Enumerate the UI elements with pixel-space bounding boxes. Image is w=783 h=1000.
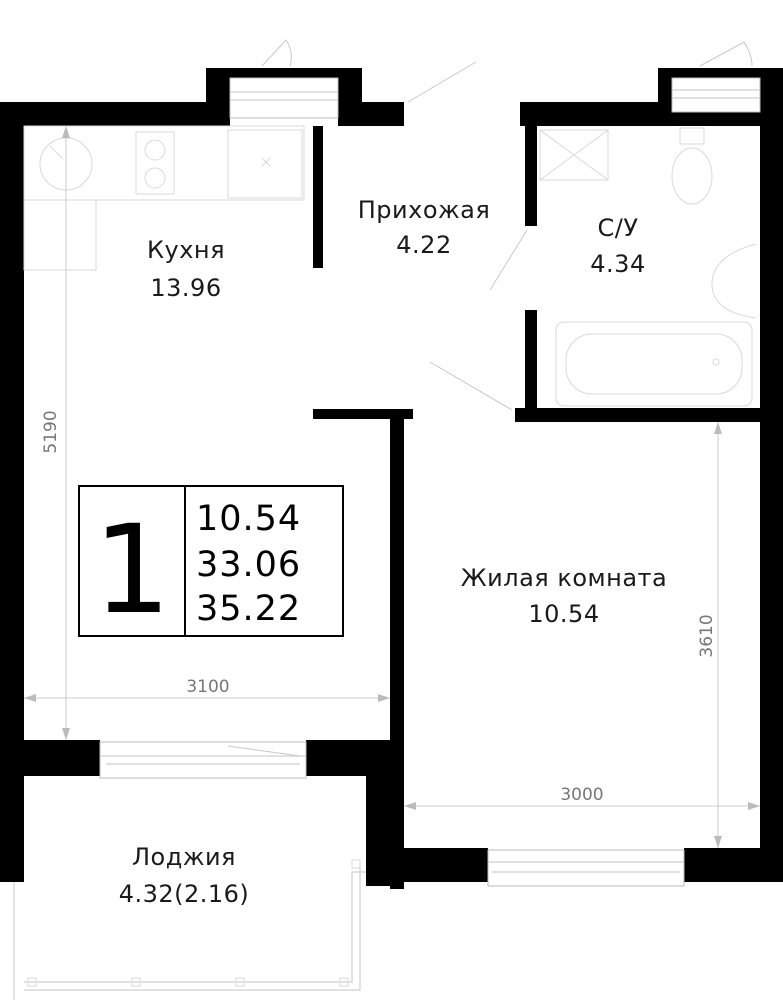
dim-living-length: 3610 [697, 614, 717, 657]
summary-badge: 1 10.54 33.06 35.22 [78, 485, 344, 641]
toilet-icon [671, 147, 713, 205]
bathroom-fixtures [539, 127, 757, 407]
wall-top-right-a [520, 102, 660, 126]
wall-top-mid [338, 102, 404, 126]
wall-top-left [0, 102, 230, 126]
wall-kitchen-hall [313, 126, 323, 268]
kitchen-counter-corner [23, 199, 97, 271]
badge-total-area-loggia: 35.22 [196, 589, 301, 629]
bathtub-icon [555, 321, 753, 407]
kitchen-area: 13.96 [150, 274, 221, 302]
loggia-name: Лоджия [132, 843, 236, 871]
window-sash-left [261, 39, 292, 67]
door-loggia [227, 745, 301, 757]
wall-bath-left-bottom [525, 310, 537, 416]
washbasin-icon [711, 243, 757, 319]
window-top-right [671, 77, 761, 113]
dim-kitchen-length: 5190 [41, 410, 61, 453]
hallway-name: Прихожая [358, 196, 491, 224]
doors [227, 61, 528, 757]
wall-window-top [206, 68, 362, 78]
dim-living-width: 3000 [560, 785, 603, 805]
toilet-tank [679, 127, 705, 145]
door-bathroom [489, 229, 528, 291]
wall-bath-left-top [525, 126, 537, 226]
window-living [487, 849, 685, 887]
fridge-icon [227, 129, 303, 199]
kitchen-counter [23, 125, 305, 201]
window-top-left [229, 77, 339, 119]
dim-kitchen-width: 3100 [186, 677, 229, 697]
door-living [429, 361, 513, 411]
walls [0, 68, 783, 889]
living-name: Жилая комната [461, 564, 667, 592]
window-kitchen-loggia [99, 741, 307, 779]
wall-bath-bottom [515, 408, 783, 422]
wall-kitchen-bottom-left [24, 740, 100, 776]
wall-loggia-right [366, 776, 404, 886]
summary-badge-box [78, 485, 344, 637]
wall-top-right-b [660, 112, 783, 126]
wall-window2-post-left [658, 68, 672, 126]
window-sash-right [699, 41, 753, 67]
stove-icon [135, 131, 175, 195]
wall-left [0, 102, 24, 882]
wall-living-bottom-left [404, 848, 488, 882]
wall-kitchen-bottom-right [306, 740, 404, 776]
shower-icon [539, 129, 609, 181]
windows [99, 39, 761, 887]
wall-window2-top [658, 68, 783, 78]
rooms-count: 1 [93, 499, 171, 641]
wall-right [760, 102, 783, 880]
bathroom-area: 4.34 [590, 250, 645, 278]
loggia-rail [13, 859, 366, 1000]
dimension-lines [24, 126, 760, 848]
badge-living-area: 10.54 [196, 499, 301, 539]
wall-hall-bottom [313, 409, 413, 419]
hallway-area: 4.22 [396, 231, 451, 259]
bathroom-name: С/У [598, 214, 639, 242]
wall-living-bottom-right [684, 848, 783, 882]
loggia-area: 4.32(2.16) [119, 880, 250, 908]
badge-total-area: 33.06 [196, 545, 301, 585]
kitchen-name: Кухня [147, 236, 225, 264]
door-entrance [407, 61, 477, 103]
living-area: 10.54 [528, 600, 599, 628]
